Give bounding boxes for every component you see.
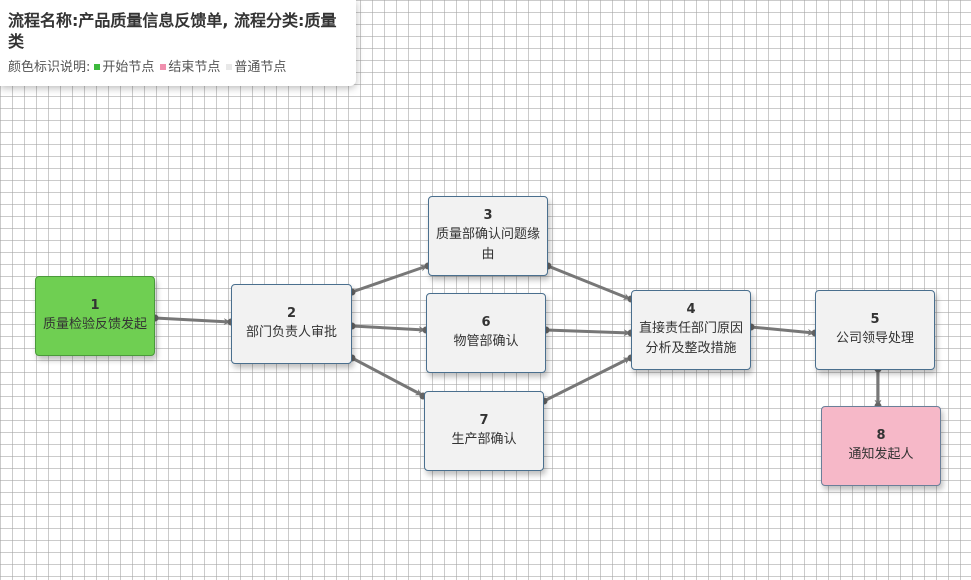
flow-node-6[interactable]: 6 物管部确认	[426, 293, 546, 373]
end-node-swatch	[160, 64, 167, 70]
edge-3-to-4	[547, 264, 631, 301]
edge-2-to-3	[351, 264, 428, 294]
flow-node-3[interactable]: 3 质量部确认问题缘由	[428, 196, 548, 276]
node-label: 通知发起人	[848, 447, 914, 462]
edge-2-to-7	[351, 356, 423, 397]
color-legend: 颜色标识说明: 开始节点结束节点普通节点	[8, 56, 344, 75]
flow-node-7[interactable]: 7 生产部确认	[424, 391, 544, 471]
flow-node-5[interactable]: 5 公司领导处理	[815, 290, 935, 370]
process-title: 流程名称:产品质量信息反馈单, 流程分类:质量类	[8, 11, 337, 51]
flow-node-2[interactable]: 2 部门负责人审批	[231, 284, 352, 364]
legend-label: 颜色标识说明:	[8, 60, 91, 75]
node-id: 5	[870, 312, 880, 327]
node-label: 生产部确认	[451, 432, 517, 447]
edge-6-to-4	[545, 328, 631, 337]
node-id: 7	[479, 413, 489, 428]
flow-node-1[interactable]: 1 质量检验反馈发起	[35, 276, 155, 356]
edge-4-to-5	[750, 325, 815, 336]
start-node-swatch	[94, 64, 101, 70]
edge-1-to-2	[154, 316, 231, 326]
node-id: 3	[483, 208, 493, 223]
flow-node-4[interactable]: 4 直接责任部门原因分析及整改措施	[631, 290, 751, 370]
legend-start-label: 开始节点	[102, 60, 155, 75]
normal-node-swatch	[226, 64, 233, 70]
node-id: 6	[481, 315, 491, 330]
flow-node-8[interactable]: 8 通知发起人	[821, 406, 941, 486]
edge-7-to-4	[543, 356, 631, 403]
node-id: 2	[286, 306, 297, 321]
legend-normal-label: 普通节点	[234, 60, 287, 75]
edge-2-to-6	[351, 324, 426, 334]
legend-end-label: 结束节点	[168, 60, 221, 75]
node-label: 公司领导处理	[835, 331, 914, 346]
process-info-panel: 流程名称:产品质量信息反馈单, 流程分类:质量类 颜色标识说明: 开始节点结束节点…	[0, 0, 356, 86]
node-id: 1	[90, 298, 100, 313]
node-id: 4	[686, 302, 696, 317]
node-label: 质量部确认问题缘由	[435, 227, 540, 262]
node-label: 物管部确认	[453, 334, 519, 349]
node-label: 部门负责人审批	[245, 325, 337, 340]
node-label: 直接责任部门原因分析及整改措施	[638, 321, 743, 356]
node-label: 质量检验反馈发起	[42, 317, 147, 332]
node-id: 8	[876, 428, 886, 443]
